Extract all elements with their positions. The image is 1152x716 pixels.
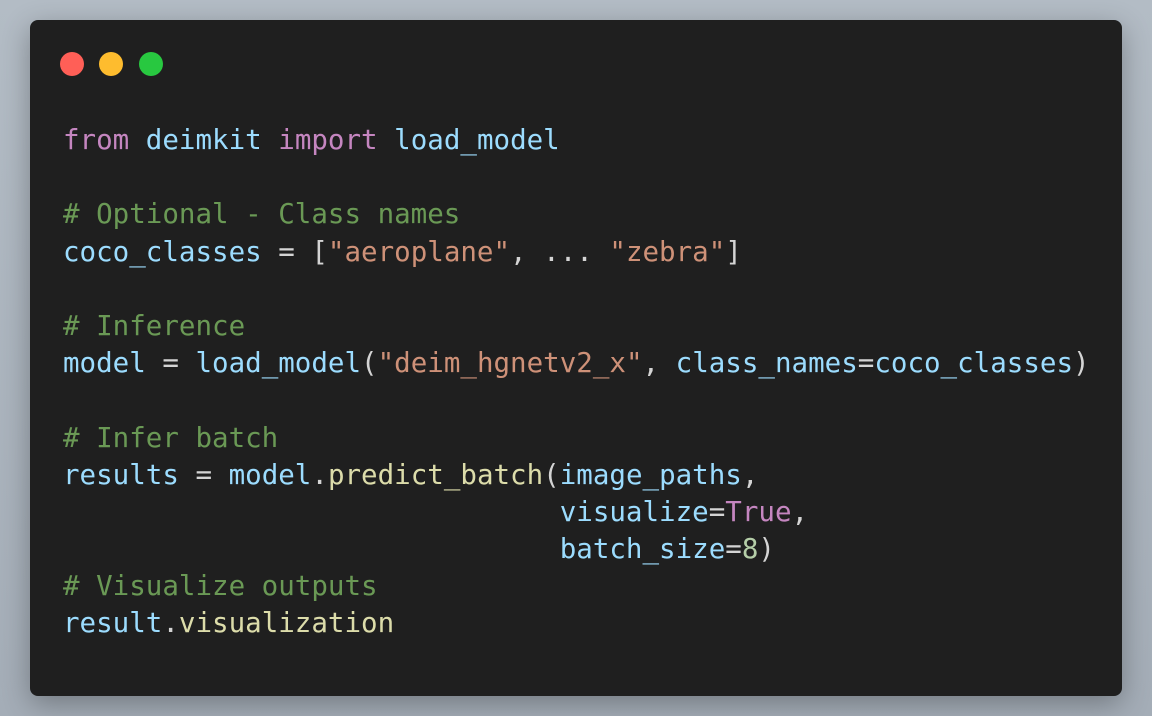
code-token-identifier: class_names bbox=[675, 347, 858, 380]
code-line bbox=[63, 271, 1090, 308]
code-token-plain: = bbox=[708, 495, 726, 528]
code-token-identifier: deimkit bbox=[145, 124, 262, 156]
code-line: # Visualize outputs bbox=[63, 568, 1090, 605]
zoom-circle-icon[interactable] bbox=[139, 52, 163, 76]
code-token-identifier: model bbox=[63, 347, 146, 380]
code-token-plain: ( bbox=[543, 458, 560, 491]
code-token-plain: = bbox=[857, 347, 875, 380]
code-token-plain: = [ bbox=[261, 235, 328, 268]
code-token-plain bbox=[63, 496, 560, 528]
code-token-identifier: model bbox=[228, 458, 312, 491]
code-token-plain: , bbox=[791, 495, 809, 528]
code-token-plain: , ... bbox=[510, 235, 610, 268]
code-line: result.visualization bbox=[63, 605, 1090, 642]
code-token-identifier: results bbox=[63, 458, 179, 491]
code-line: # Optional - Class names bbox=[63, 196, 1090, 233]
code-token-plain: ) bbox=[1073, 347, 1090, 380]
code-token-comment: # Optional - Class names bbox=[63, 198, 461, 231]
code-token-identifier: image_paths bbox=[559, 458, 742, 491]
code-block: from deimkit import load_model # Optiona… bbox=[63, 122, 1090, 643]
code-token-comment: # Infer batch bbox=[63, 421, 279, 454]
minimize-circle-icon[interactable] bbox=[99, 52, 123, 76]
code-window: from deimkit import load_model # Optiona… bbox=[30, 20, 1122, 696]
code-token-plain: . bbox=[162, 607, 179, 640]
code-token-plain: ( bbox=[361, 347, 378, 380]
code-token-string: "zebra" bbox=[609, 235, 726, 268]
code-token-plain: , bbox=[741, 458, 759, 491]
code-token-identifier: batch_size bbox=[559, 533, 726, 566]
code-token-plain: = bbox=[725, 533, 742, 566]
code-token-plain bbox=[262, 124, 279, 156]
code-token-plain: ] bbox=[725, 235, 742, 268]
code-line: from deimkit import load_model bbox=[63, 122, 1090, 159]
code-token-identifier: load_model bbox=[195, 347, 362, 380]
code-line: coco_classes = ["aeroplane", ... "zebra"… bbox=[63, 234, 1090, 271]
code-token-plain: , bbox=[642, 347, 676, 380]
code-token-plain bbox=[378, 124, 395, 156]
code-token-plain bbox=[129, 124, 146, 156]
code-token-comment: # Visualize outputs bbox=[63, 570, 378, 603]
code-line: visualize=True, bbox=[63, 494, 1090, 531]
code-line: # Infer batch bbox=[63, 420, 1090, 457]
code-line: results = model.predict_batch(image_path… bbox=[63, 457, 1090, 494]
code-token-number: 8 bbox=[741, 533, 759, 566]
code-token-function: predict_batch bbox=[327, 458, 544, 491]
code-token-identifier: load_model bbox=[394, 124, 560, 156]
code-token-keyword: True bbox=[725, 495, 792, 528]
code-token-plain bbox=[63, 533, 560, 565]
close-circle-icon[interactable] bbox=[60, 52, 84, 76]
code-token-identifier: result bbox=[63, 607, 163, 640]
code-token-plain: = bbox=[178, 458, 229, 491]
code-token-keyword: from bbox=[63, 124, 130, 156]
code-token-keyword: import bbox=[278, 124, 378, 156]
code-token-identifier: coco_classes bbox=[63, 235, 262, 268]
code-token-string: "aeroplane" bbox=[327, 235, 511, 268]
code-token-string: "deim_hgnetv2_x" bbox=[377, 347, 643, 380]
code-token-identifier: visualize bbox=[559, 495, 709, 528]
code-line: # Inference bbox=[63, 308, 1090, 345]
code-token-identifier: coco_classes bbox=[874, 347, 1074, 380]
code-line: batch_size=8) bbox=[63, 531, 1090, 568]
code-token-plain: ) bbox=[758, 533, 775, 566]
code-token-plain: . bbox=[311, 458, 328, 491]
code-line bbox=[63, 159, 1090, 196]
code-token-plain: = bbox=[145, 347, 196, 380]
code-token-function: visualization bbox=[178, 607, 395, 640]
code-token-comment: # Inference bbox=[63, 309, 246, 342]
code-line: model = load_model("deim_hgnetv2_x", cla… bbox=[63, 345, 1090, 382]
code-line bbox=[63, 382, 1090, 419]
